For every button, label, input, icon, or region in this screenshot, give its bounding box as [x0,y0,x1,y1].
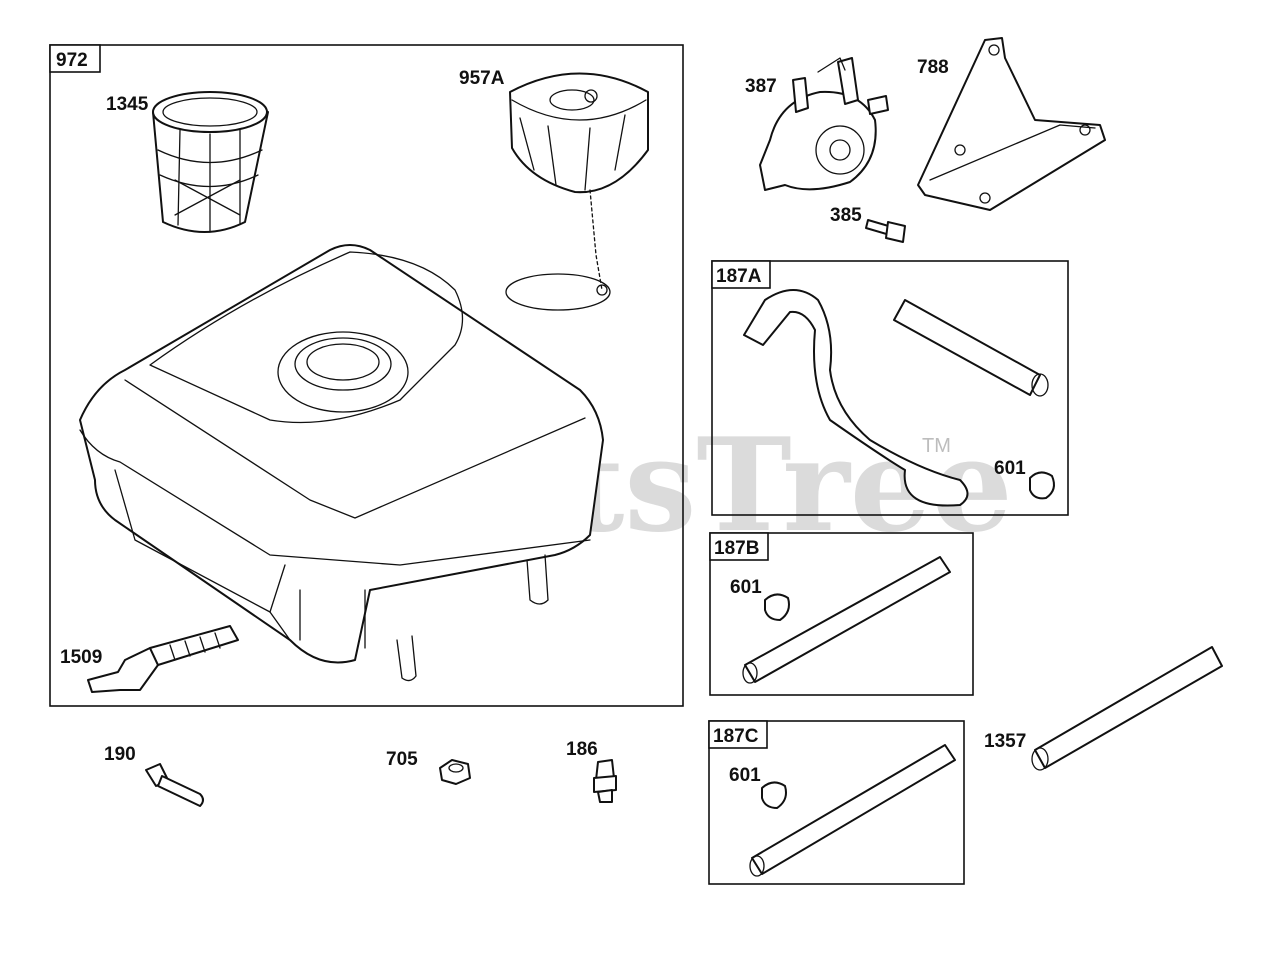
fuel-tank-part [79,244,604,682]
bolt-label: 190 [104,744,136,765]
hose-c-frame [708,720,965,885]
nut-label: 705 [386,749,418,770]
hose-a-part [743,289,1049,507]
fuel-fitting-label: 1509 [60,647,102,668]
hose-b-part [742,556,951,684]
trademark-text: TM [922,435,951,457]
strainer-label: 1345 [106,94,149,115]
clamp-a-part [1029,471,1055,500]
tank-group-label: 972 [56,50,88,71]
long-hose-label: 1357 [984,731,1026,752]
long-hose-part [1031,646,1223,771]
hose-c-tag [708,720,768,749]
pump-screw-label: 385 [830,205,862,226]
clamp-b-part [764,593,790,621]
hose-c-label: 187C [713,726,759,747]
fitting-label: 186 [566,739,598,760]
hose-a-label: 187A [716,266,762,287]
bolt-part [145,763,204,807]
fuel-fitting-part [87,625,239,693]
tank-group-frame [49,44,684,707]
pump-screw-part [865,219,906,243]
hose-a-frame [711,260,1069,516]
nut-part [439,759,471,785]
hose-b-tag [709,532,769,561]
hose-c-part [749,744,956,877]
clamp-a-label: 601 [994,458,1026,479]
clamp-c-label: 601 [729,765,761,786]
strainer-part [152,91,269,233]
tank-group-tag [49,44,101,73]
hose-b-label: 187B [714,538,759,559]
bracket-part [917,37,1106,211]
clamp-c-part [761,781,787,809]
fitting-part [593,759,617,803]
fuel-cap-label: 957A [459,68,505,89]
fuel-pump-part [759,57,889,191]
hose-a-tag [711,260,771,289]
hose-b-frame [709,532,974,696]
fuel-cap-part [505,72,649,311]
clamp-b-label: 601 [730,577,762,598]
fuel-pump-label: 387 [745,76,777,97]
bracket-label: 788 [917,57,949,78]
